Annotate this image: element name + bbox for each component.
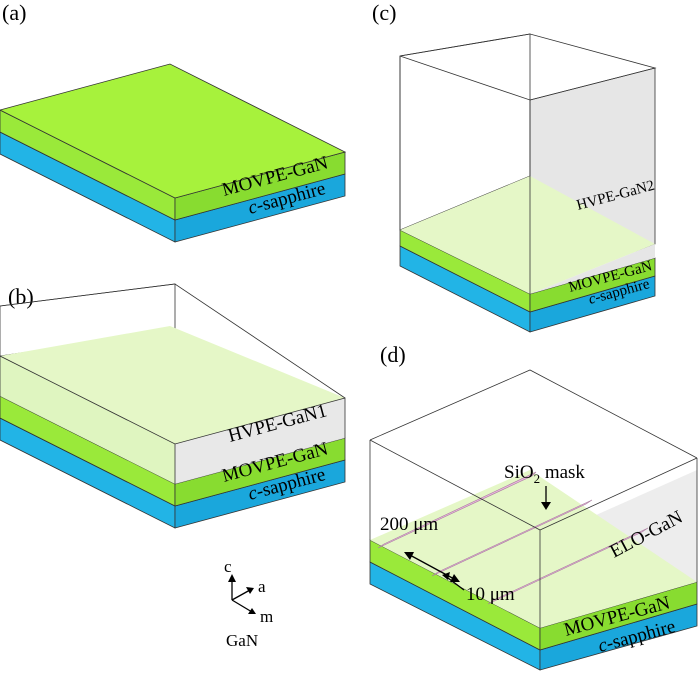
panel-d-width-label: 200 μm bbox=[380, 514, 438, 535]
panel-d-stripe-arrowhead bbox=[442, 572, 450, 580]
axis-a-line bbox=[231, 589, 251, 601]
panel-d-mask-pre: SiO bbox=[504, 462, 534, 483]
panel-a-sapphire-label: c-sapphire bbox=[246, 178, 328, 219]
panel-b-hvpe-top bbox=[0, 326, 345, 444]
axis-m-arrowhead bbox=[248, 608, 256, 614]
panel-d-mask-stripe-1 bbox=[377, 471, 537, 549]
axis-a-arrowhead bbox=[246, 587, 254, 594]
panel-c-hvpe-surface bbox=[400, 176, 655, 294]
axis-m-line bbox=[231, 599, 253, 613]
panel-c-label: (c) bbox=[372, 0, 396, 25]
panel-d-elo-surface bbox=[370, 470, 697, 628]
panel-d-label: (d) bbox=[380, 342, 406, 367]
panel-d-mask-stripe-3 bbox=[487, 527, 649, 605]
axis-c-arrowhead bbox=[228, 574, 236, 582]
panel-d-mask-label: SiO2 mask bbox=[504, 462, 585, 486]
panel-a: (a) MOVPE-GaN c-sapphire bbox=[0, 0, 347, 243]
axis-c-label: c bbox=[224, 557, 232, 576]
panel-b-hvpe-side bbox=[175, 398, 345, 484]
panel-d-stripe-label: 10 μm bbox=[466, 584, 515, 605]
panel-d-box-top-right bbox=[539, 457, 698, 531]
axis-material-label: GaN bbox=[226, 631, 258, 650]
panel-b-hvpe-front bbox=[0, 356, 175, 484]
panel-d-mask-stripe-2 bbox=[431, 499, 593, 577]
panel-b-movpe-side bbox=[174, 437, 346, 507]
panel-a-label: (a) bbox=[2, 0, 26, 25]
panel-b: (b) HVPE-GaN1 MOVPE-GaN c-sapphire bbox=[0, 283, 346, 529]
axis-a-label: a bbox=[258, 577, 266, 596]
panel-d: (d) SiO2 mask 200 μm 10 μm bbox=[369, 342, 698, 671]
panel-d-box-back bbox=[369, 369, 698, 459]
panel-c-sapphire-c: c bbox=[587, 291, 598, 308]
panel-a-gan-top bbox=[0, 63, 347, 199]
panel-d-stripe-arrow bbox=[447, 577, 465, 591]
panel-d-mask-sub: 2 bbox=[534, 471, 541, 486]
axis-m-label: m bbox=[260, 607, 273, 626]
panel-c-box-top bbox=[399, 33, 657, 101]
panel-c: (c) HVPE-GaN2 MOVPE-GaN c-sapphire bbox=[372, 0, 657, 333]
panel-d-mask-post: mask bbox=[540, 462, 585, 483]
panel-d-width-arrowhead-b bbox=[450, 574, 460, 582]
crystal-axes: c a m GaN bbox=[224, 557, 273, 650]
panel-d-width-arrowhead-a bbox=[404, 552, 414, 560]
panel-d-box-top bbox=[369, 439, 541, 531]
panel-d-mask-arrowhead bbox=[541, 502, 551, 510]
panel-b-label: (b) bbox=[8, 284, 34, 309]
panel-c-hvpe-side bbox=[530, 244, 655, 294]
panel-b-box-top-outline bbox=[0, 283, 346, 399]
